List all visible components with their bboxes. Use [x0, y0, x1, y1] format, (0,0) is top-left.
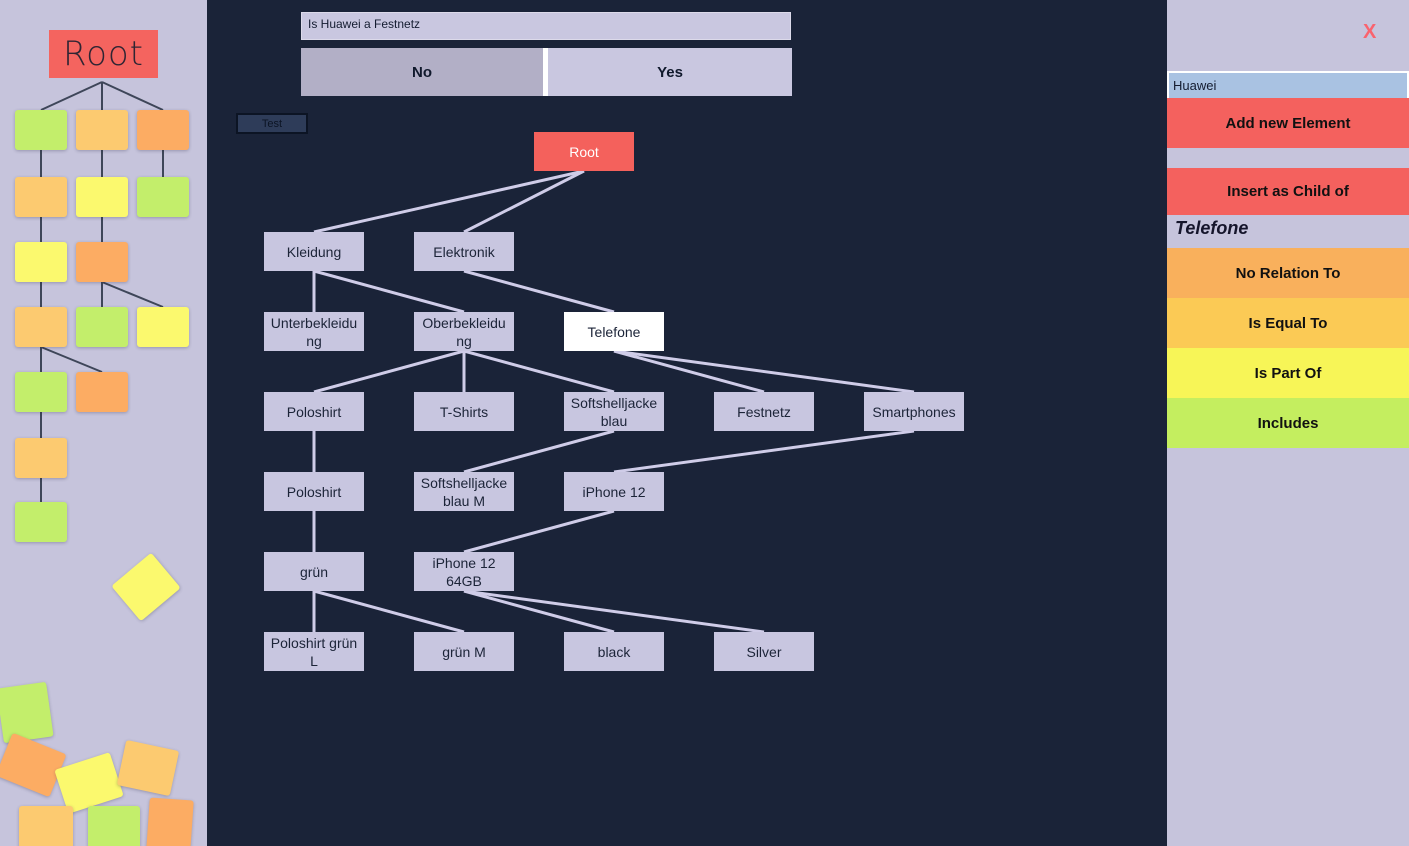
sticky-note	[15, 502, 67, 542]
relation-button-no-relation-to[interactable]: No Relation To	[1167, 248, 1409, 298]
tree-node-softshell_m[interactable]: Softshelljacke blau M	[414, 472, 514, 511]
add-new-element-button[interactable]: Add new Element	[1167, 98, 1409, 148]
root-badge: Root	[49, 30, 158, 78]
sticky-note	[137, 307, 189, 347]
tree-node-iphone12[interactable]: iPhone 12	[564, 472, 664, 511]
tree-node-elektronik[interactable]: Elektronik	[414, 232, 514, 271]
tree-node-tshirts[interactable]: T-Shirts	[414, 392, 514, 431]
tree-node-smartphones[interactable]: Smartphones	[864, 392, 964, 431]
answer-buttons: No Yes	[301, 48, 792, 96]
tree-node-kleidung[interactable]: Kleidung	[264, 232, 364, 271]
selected-parent-label: Telefone	[1175, 218, 1249, 238]
sticky-note	[15, 438, 67, 478]
sticky-note	[19, 806, 73, 846]
tree-node-black[interactable]: black	[564, 632, 664, 671]
sticky-note	[15, 110, 67, 150]
sticky-note	[0, 681, 54, 744]
answer-divider	[543, 48, 548, 96]
tree-node-festnetz[interactable]: Festnetz	[714, 392, 814, 431]
sticky-note	[76, 372, 128, 412]
test-button[interactable]: Test	[236, 113, 308, 134]
sticky-note	[76, 177, 128, 217]
notes-tree-lines	[40, 81, 164, 502]
element-name-input[interactable]	[1167, 71, 1409, 98]
tree-node-poloshirt2[interactable]: Poloshirt	[264, 472, 364, 511]
relation-button-is-equal-to[interactable]: Is Equal To	[1167, 298, 1409, 348]
tree-node-gruen_m[interactable]: grün M	[414, 632, 514, 671]
notes-overview-panel: Root	[0, 0, 207, 846]
sticky-note	[15, 307, 67, 347]
sticky-note	[88, 806, 140, 846]
tree-node-oberbekleidung[interactable]: Oberbekleidung	[414, 312, 514, 351]
relation-panel: X Add new Element Insert as Child of Tel…	[1167, 0, 1409, 846]
sticky-note	[76, 242, 128, 282]
sticky-note	[76, 110, 128, 150]
tree-node-softshell[interactable]: Softshelljacke blau	[564, 392, 664, 431]
tree-node-pologruen_l[interactable]: Poloshirt grün L	[264, 632, 364, 671]
yes-button[interactable]: Yes	[548, 48, 792, 96]
tree-node-telefone[interactable]: Telefone	[564, 312, 664, 351]
relation-button-is-part-of[interactable]: Is Part Of	[1167, 348, 1409, 398]
sticky-note	[76, 307, 128, 347]
question-text: Is Huawei a Festnetz	[301, 12, 791, 40]
sticky-note	[15, 372, 67, 412]
no-button[interactable]: No	[301, 48, 543, 96]
sticky-note	[137, 177, 189, 217]
insert-as-child-button[interactable]: Insert as Child of	[1167, 168, 1409, 215]
sticky-note	[15, 177, 67, 217]
tree-node-root[interactable]: Root	[534, 132, 634, 171]
sticky-note	[137, 110, 189, 150]
relation-button-includes[interactable]: Includes	[1167, 398, 1409, 448]
tree-node-poloshirt1[interactable]: Poloshirt	[264, 392, 364, 431]
tree-node-silver[interactable]: Silver	[714, 632, 814, 671]
sticky-note	[15, 242, 67, 282]
sticky-note	[146, 797, 194, 846]
tree-node-gruen[interactable]: grün	[264, 552, 364, 591]
tree-node-unterbekleidung[interactable]: Unterbekleidung	[264, 312, 364, 351]
tree-node-iphone64[interactable]: iPhone 12 64GB	[414, 552, 514, 591]
tree-edges	[312, 169, 915, 634]
close-button[interactable]: X	[1363, 21, 1377, 43]
